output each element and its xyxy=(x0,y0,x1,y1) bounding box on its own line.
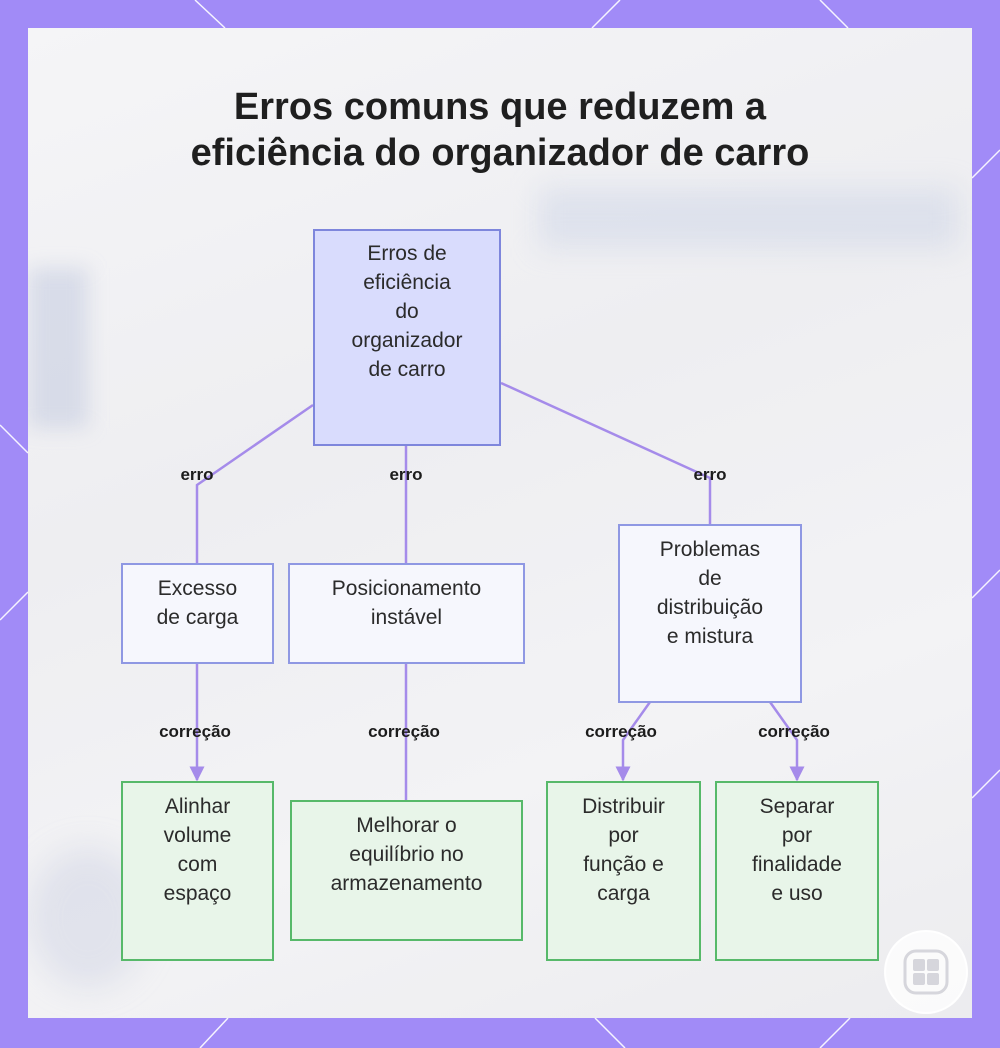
background-blur xyxy=(538,188,958,248)
node-text: por xyxy=(781,824,813,847)
edge-root-problemas xyxy=(500,381,712,524)
title-line-1: Erros comuns que reduzem a xyxy=(233,86,767,128)
node-text: e mistura xyxy=(666,625,754,648)
fix-node-melhorar-equilibrio: Melhorar o equilíbrio no armazenamento xyxy=(290,800,523,941)
node-text: por xyxy=(608,824,639,847)
edge-label-correcao: correção xyxy=(758,722,830,741)
fix-node-distribuir-por-funcao: Distribuir por função e carga xyxy=(546,781,701,961)
node-text: de xyxy=(698,567,722,590)
background-blur xyxy=(28,268,88,428)
edge-label-correcao: correção xyxy=(159,722,231,741)
edge-problemas-distribuir xyxy=(615,701,652,782)
node-text: Separar xyxy=(759,795,835,818)
edge-label-erro: erro xyxy=(180,465,214,484)
grid-logo-icon xyxy=(903,949,949,995)
root-node: Erros de eficiência do organizador de ca… xyxy=(313,229,501,446)
node-text: instável xyxy=(370,606,443,629)
edge-label-erro: erro xyxy=(389,465,423,484)
node-text: Erros de xyxy=(367,242,447,265)
node-text: Melhorar o xyxy=(356,814,457,837)
edge-label-correcao: correção xyxy=(368,722,440,741)
node-text: e uso xyxy=(771,882,823,905)
node-text: com xyxy=(177,853,218,876)
node-text: Posicionamento xyxy=(331,577,482,600)
error-node-problemas-de-distribuicao: Problemas de distribuição e mistura xyxy=(618,524,802,703)
node-text: equilíbrio no xyxy=(349,843,464,866)
edge-label-correcao: correção xyxy=(585,722,657,741)
edge-problemas-separar xyxy=(768,701,805,782)
node-text: carga xyxy=(597,882,650,905)
node-text: armazenamento xyxy=(330,872,483,895)
fix-node-separar-por-finalidade: Separar por finalidade e uso xyxy=(715,781,879,961)
fix-node-alinhar-volume: Alinhar volume com espaço xyxy=(121,781,274,961)
error-node-excesso-de-carga: Excesso de carga xyxy=(121,563,274,664)
node-text: organizador xyxy=(351,329,463,352)
node-text: volume xyxy=(163,824,232,847)
title-line-2: eficiência do organizador de carro xyxy=(190,132,810,174)
node-text: de carro xyxy=(368,358,446,381)
node-text: de carga xyxy=(156,606,239,629)
diagram-title: Erros comuns que reduzem a eficiência do… xyxy=(0,84,1000,176)
error-node-posicionamento-instavel: Posicionamento instável xyxy=(288,563,525,664)
node-text: Distribuir xyxy=(582,795,665,818)
node-text: finalidade xyxy=(752,853,842,876)
edge-label-erro: erro xyxy=(693,465,727,484)
grid-logo-icon xyxy=(884,930,968,1014)
node-text: distribuição xyxy=(656,596,764,619)
node-text: Excesso xyxy=(157,577,238,600)
node-text: função e xyxy=(583,853,664,876)
node-text: eficiência xyxy=(363,271,451,294)
node-text: do xyxy=(395,300,419,323)
node-text: espaço xyxy=(163,882,232,905)
node-text: Problemas xyxy=(659,538,761,561)
node-text: Alinhar xyxy=(164,795,231,818)
edge-root-excesso xyxy=(195,403,314,563)
